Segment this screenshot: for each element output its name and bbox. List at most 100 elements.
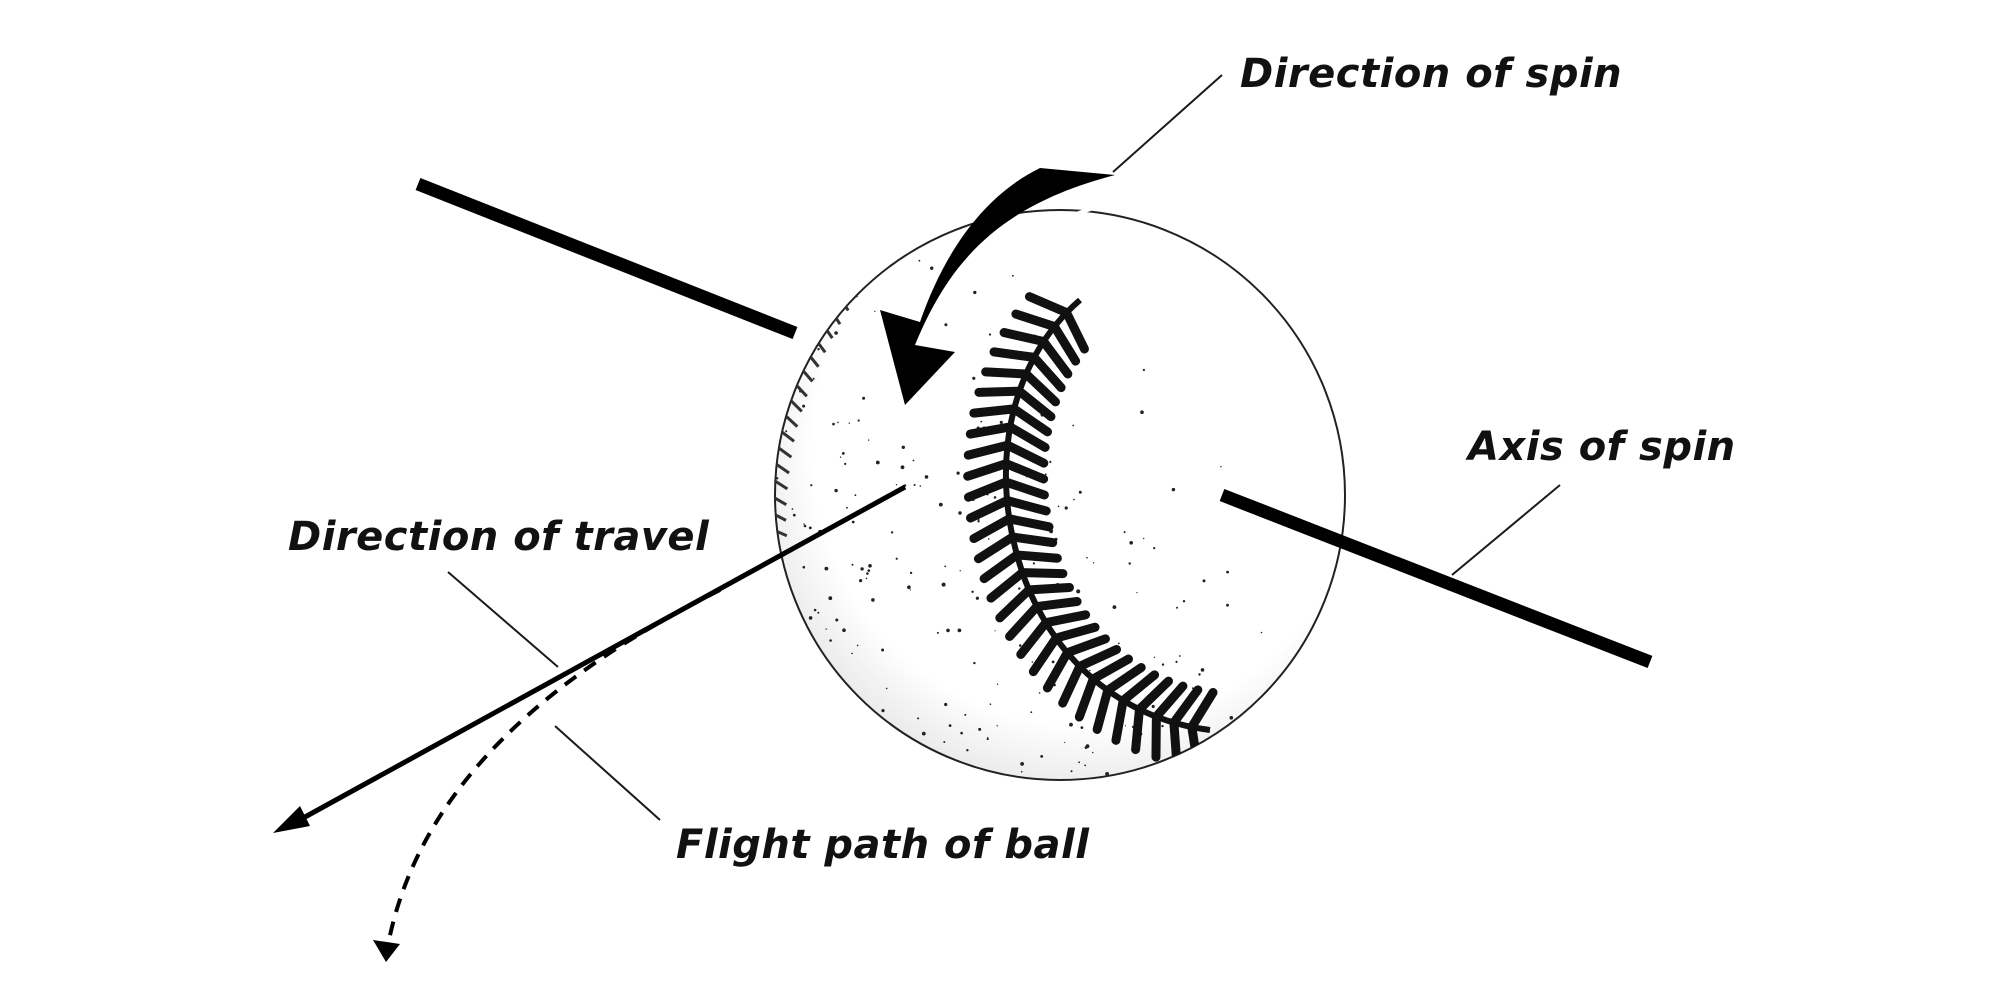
speckle	[856, 644, 859, 647]
label-axis-of-spin: Axis of spin	[1465, 424, 1736, 470]
stitch	[1008, 532, 1058, 548]
axis-of-spin-line-left	[415, 177, 798, 340]
stitch	[1005, 602, 1042, 641]
speckle	[988, 333, 992, 336]
speckle	[1084, 746, 1088, 749]
label-direction-of-spin: Direction of spin	[1240, 51, 1622, 97]
speckle	[1078, 761, 1080, 764]
stitch	[889, 230, 898, 249]
speckle	[959, 570, 961, 572]
speckle	[1200, 668, 1205, 672]
speckle	[1051, 660, 1055, 664]
stitch	[1092, 685, 1113, 734]
speckle	[1018, 587, 1021, 590]
speckle	[921, 731, 926, 736]
stitch	[963, 440, 1013, 460]
speckle	[1161, 663, 1165, 666]
speckle	[1092, 751, 1094, 754]
dashed-curve-arrow-icon	[373, 588, 721, 962]
stitch	[789, 351, 808, 355]
speckle	[842, 628, 846, 632]
speckle	[835, 618, 839, 622]
ball-stitches-right	[963, 292, 1218, 772]
stitch	[912, 190, 928, 198]
leader-axis-of-spin	[1451, 484, 1561, 576]
stitch	[872, 223, 891, 233]
speckle	[1089, 669, 1091, 672]
speckle	[1220, 466, 1222, 468]
stitch	[1049, 322, 1081, 366]
speckle	[890, 531, 894, 534]
speckle	[1153, 547, 1156, 550]
stitch	[1016, 618, 1051, 659]
stitch	[1017, 568, 1068, 579]
stitch	[830, 277, 849, 283]
stitch	[1058, 661, 1085, 708]
leader-flight-path	[554, 725, 661, 821]
speckle	[1032, 562, 1035, 565]
speckle	[1072, 424, 1075, 427]
speckle	[936, 631, 939, 634]
speckle	[785, 430, 788, 433]
speckle	[1064, 741, 1066, 744]
speckle	[1069, 722, 1073, 727]
speckle	[812, 377, 815, 380]
speckle	[866, 572, 869, 575]
stitch	[850, 249, 869, 257]
stitch	[775, 494, 788, 506]
label-direction-of-travel: Direction of travel	[288, 514, 710, 560]
stitch	[974, 386, 1024, 397]
speckle	[1182, 600, 1186, 603]
speckle	[1129, 541, 1133, 545]
speckle	[803, 524, 807, 528]
stitch	[1002, 496, 1051, 516]
speckle	[832, 422, 835, 426]
stitch	[775, 413, 785, 420]
stitch	[776, 381, 795, 387]
stitch	[979, 550, 1022, 584]
speckle	[944, 702, 948, 707]
stitch	[846, 280, 859, 298]
stitch	[877, 242, 888, 261]
arrow-left-down-icon	[273, 484, 907, 833]
stitch	[926, 210, 933, 217]
speckle	[1226, 603, 1229, 607]
stitch	[775, 510, 787, 522]
stitch	[1003, 440, 1049, 468]
speckle	[803, 523, 805, 525]
speckle	[1038, 692, 1041, 694]
speckle	[1153, 656, 1156, 658]
stitch	[782, 366, 801, 371]
speckle	[837, 421, 839, 424]
stitch	[840, 263, 859, 270]
speckle	[973, 290, 977, 295]
speckle	[895, 484, 898, 486]
speckle	[996, 683, 999, 685]
stitch	[1005, 422, 1050, 452]
stitch	[963, 477, 1011, 502]
stitch	[1012, 550, 1062, 563]
speckle	[1178, 655, 1181, 657]
speckle	[828, 596, 833, 601]
speckle	[859, 579, 863, 583]
speckle	[851, 652, 853, 655]
curved-arrow-icon	[880, 168, 1159, 405]
speckle	[938, 502, 943, 507]
speckle	[1260, 631, 1263, 634]
speckle	[860, 567, 864, 571]
speckle	[851, 563, 854, 566]
speckle	[960, 731, 963, 735]
speckle	[993, 496, 997, 499]
speckle	[964, 713, 967, 716]
stitch	[900, 219, 909, 238]
speckle	[972, 376, 976, 380]
speckle	[1176, 606, 1179, 609]
speckle	[924, 475, 929, 479]
speckle	[839, 456, 842, 458]
speckle	[913, 484, 916, 486]
stitch	[1187, 688, 1218, 732]
speckle	[1040, 755, 1044, 758]
speckle	[989, 703, 992, 705]
stitch	[1021, 369, 1060, 407]
